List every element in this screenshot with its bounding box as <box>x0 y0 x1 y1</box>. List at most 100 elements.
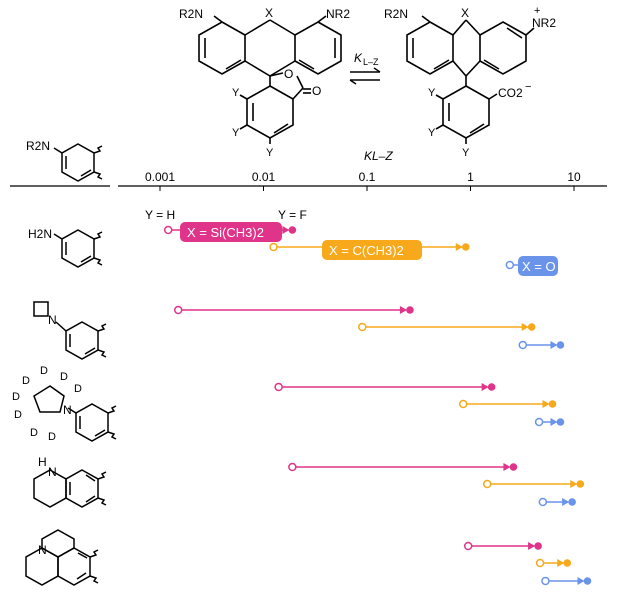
equilibrium-k: K <box>354 51 363 65</box>
amine-row-3-d-5: D <box>12 391 20 403</box>
lactone-r2n-label: R2N <box>179 7 203 21</box>
segment-5 <box>358 322 536 332</box>
amine-row-3-d-3: D <box>60 371 68 383</box>
lactone-ring-o-label: O <box>284 67 293 81</box>
segment-arrowhead-14 <box>557 559 565 567</box>
marker-y-h-12 <box>538 497 548 507</box>
amine-row-2 <box>33 301 107 360</box>
segment-8 <box>458 399 557 409</box>
segment-arrowhead-5 <box>521 323 529 331</box>
series-label-si-text: X = Si(CH3)2 <box>187 225 264 240</box>
marker-y-h-9 <box>534 417 544 427</box>
marker-y-f-1 <box>288 226 297 234</box>
marker-y-h-15 <box>541 576 550 586</box>
zwitterion-y-label-3: Y <box>462 147 470 159</box>
lactone-y-label-1: Y <box>232 87 240 99</box>
marker-y-f-13 <box>534 542 542 550</box>
segment-11 <box>482 479 585 489</box>
zwitterion-co2-label: CO2 <box>498 86 523 100</box>
axis-tick-label-0: 0.001 <box>145 170 175 184</box>
marker-y-f-4 <box>406 306 414 314</box>
segment-10 <box>288 462 518 472</box>
series-label-o: X = O <box>518 256 558 276</box>
axis-title: KL–Z <box>364 149 393 163</box>
zwitterion-x-label: X <box>461 6 469 20</box>
marker-y-h-1 <box>163 225 173 235</box>
segment-4 <box>173 305 414 315</box>
marker-y-f-9 <box>556 418 565 426</box>
zwitterion-structure <box>406 15 535 144</box>
lactone-carbonyl-o-label: O <box>312 84 321 98</box>
equilibrium-arrows <box>349 67 381 85</box>
segment-15 <box>541 576 592 586</box>
segment-9 <box>534 417 565 427</box>
zwitterion-y-label-2: Y <box>428 127 436 139</box>
zwitterion-minus-label: − <box>525 81 531 93</box>
segment-arrowhead-7 <box>481 383 489 391</box>
equilibrium-subscript: L–Z <box>363 57 379 67</box>
amine-row-3-d-8: D <box>48 431 56 443</box>
segment-6 <box>518 340 565 350</box>
amine-row-3-d-1: D <box>22 375 30 387</box>
axis-tick-label-1: 0.01 <box>252 170 276 184</box>
segment-7 <box>274 382 496 392</box>
zwitterion-nr2-label: NR2 <box>532 16 556 30</box>
amine-row-4-n: N <box>48 465 57 479</box>
lactone-y-label-3: Y <box>266 147 274 159</box>
marker-y-h-8 <box>458 399 468 409</box>
marker-y-f-10 <box>509 463 518 471</box>
amine-row-1-label: H2N <box>28 227 52 241</box>
segment-arrowhead-4 <box>399 306 407 314</box>
marker-y-h-14 <box>535 558 545 568</box>
axis-tick-label-2: 0.1 <box>359 170 376 184</box>
marker-y-h-5 <box>358 322 367 332</box>
amine-row-3-d-4: D <box>74 383 82 395</box>
amine-row-4-nh-h: H <box>38 455 47 469</box>
amine-row-3-d-6: D <box>14 409 22 421</box>
series-label-si: X = Si(CH3)2 <box>180 222 282 242</box>
y-f-label: Y = F <box>278 208 307 222</box>
segment-arrowhead-12 <box>562 498 570 506</box>
marker-y-f-11 <box>576 480 585 488</box>
marker-y-f-14 <box>563 559 572 567</box>
segment-12 <box>538 497 576 507</box>
amine-row-3 <box>33 385 117 442</box>
zwitterion-plus-label: + <box>534 5 540 17</box>
marker-y-f-8 <box>548 400 557 408</box>
segment-arrowhead-10 <box>503 463 511 471</box>
lactone-structure <box>198 15 342 144</box>
amine-row-4 <box>33 469 107 508</box>
marker-y-h-6 <box>518 340 528 350</box>
amine-row-2-n: N <box>48 313 57 327</box>
marker-y-f-15 <box>583 577 592 585</box>
segment-arrowhead-8 <box>542 400 550 408</box>
segment-arrowhead-2 <box>455 243 463 251</box>
marker-y-f-6 <box>556 341 565 349</box>
marker-y-f-2 <box>461 243 470 251</box>
header-aryl-structure <box>53 143 103 182</box>
series-label-c: X = C(CH3)2 <box>322 240 422 260</box>
zwitterion-y-label-1: Y <box>428 87 436 99</box>
segment-arrowhead-6 <box>550 341 558 349</box>
amine-row-5-n: N <box>38 543 47 557</box>
zwitterion-r2n-label: R2N <box>384 7 408 21</box>
amine-row-3-n: N <box>63 403 72 417</box>
segment-14 <box>535 558 572 568</box>
segment-13 <box>463 541 542 551</box>
segment-arrowhead-9 <box>550 418 558 426</box>
segment-arrowhead-11 <box>570 480 578 488</box>
marker-y-f-7 <box>487 383 496 391</box>
marker-y-h-10 <box>288 462 297 472</box>
segment-arrowhead-13 <box>528 542 536 550</box>
marker-y-h-4 <box>173 305 183 315</box>
series-label-o-text: X = O <box>522 259 556 274</box>
marker-y-h-13 <box>463 541 473 551</box>
amine-row-3-d-7: D <box>30 427 38 439</box>
marker-y-h-7 <box>274 382 283 392</box>
marker-y-h-2 <box>269 242 278 252</box>
axis-tick-label-4: 10 <box>567 170 581 184</box>
lactone-nr2-label: NR2 <box>326 7 350 21</box>
segment-arrowhead-1 <box>282 226 290 234</box>
segment-arrowhead-15 <box>577 577 585 585</box>
